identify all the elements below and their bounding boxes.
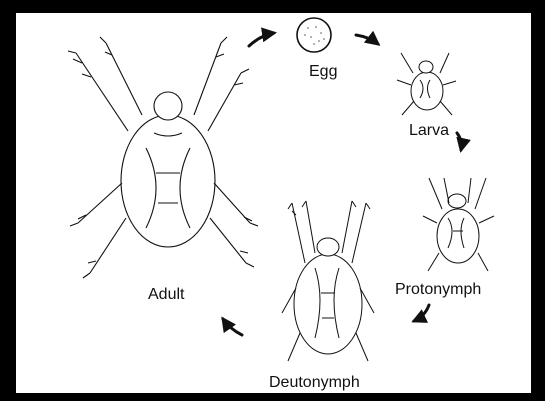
larva-icon bbox=[397, 53, 456, 115]
lifecycle-illustration bbox=[16, 13, 531, 393]
protonymph-icon bbox=[423, 178, 494, 271]
adult-mite-icon bbox=[68, 37, 258, 278]
deutonymph-icon bbox=[282, 201, 374, 361]
egg-icon bbox=[297, 18, 331, 52]
lifecycle-panel: Egg Larva Protonymph Deutonymph Adult bbox=[16, 13, 531, 393]
